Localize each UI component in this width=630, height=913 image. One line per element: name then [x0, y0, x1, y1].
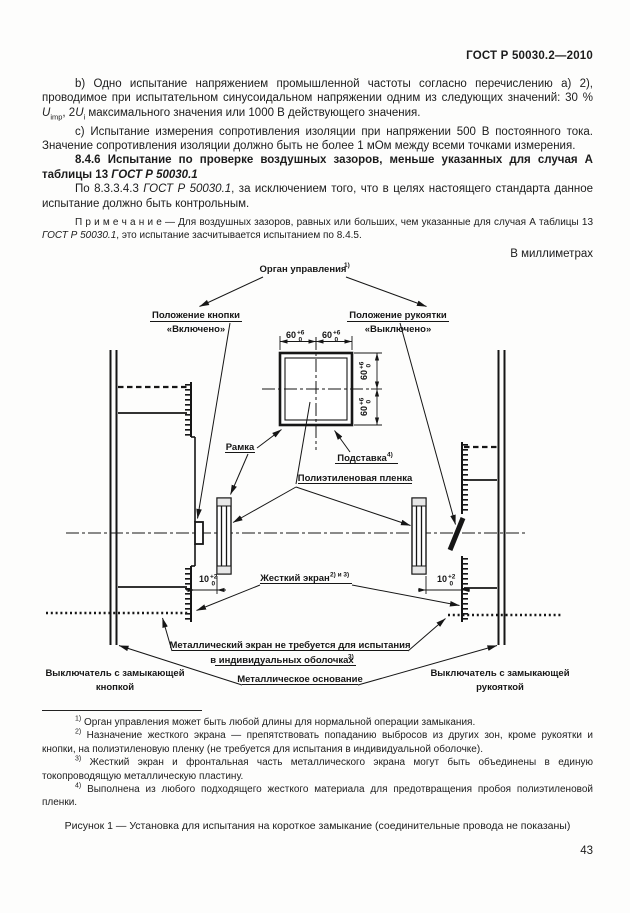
control-organ-label: Орган управления: [260, 264, 347, 275]
callout-control-organ: Орган управления 1): [199, 262, 427, 307]
footnotes: 1) Орган управления может быть любой дли…: [42, 710, 593, 810]
dim-60-bottom: 60: [359, 406, 369, 416]
callout-rigid-screen: Жесткий экран 2) и 3): [196, 572, 460, 611]
label-switch-with-handle: Выключатель с замыкающей рукояткой: [430, 668, 569, 693]
frame-front-view: [262, 337, 370, 450]
svg-text:Рамка: Рамка: [226, 442, 255, 453]
callout-frame: Рамка: [225, 429, 282, 495]
page-header: ГОСТ Р 50030.2—2010: [466, 50, 593, 62]
callout-metal-screen: Металлический экран не требуется для исп…: [162, 617, 446, 666]
svg-text:«Включено»: «Включено»: [167, 324, 225, 335]
callout-metal-base: Металлическое основание: [118, 645, 498, 686]
paragraph-846-heading: 8.4.6 Испытание по проверке воздушных за…: [42, 154, 593, 181]
svg-text:«Выключено»: «Выключено»: [365, 324, 432, 335]
svg-text:0: 0: [450, 581, 454, 588]
svg-text:+6: +6: [359, 361, 366, 369]
body-text: b) Одно испытание напряжением промышленн…: [42, 77, 593, 261]
svg-text:0: 0: [299, 337, 303, 344]
svg-text:4): 4): [387, 452, 393, 459]
dim-60-left: 60: [286, 330, 296, 340]
svg-text:+6: +6: [333, 330, 341, 337]
dimension-10-left: 10 +2 0: [186, 574, 226, 594]
svg-text:Выключатель с замыкающей: Выключатель с замыкающей: [45, 668, 184, 679]
callout-support: Подставка 4): [334, 430, 398, 464]
svg-text:0: 0: [366, 364, 373, 368]
svg-text:0: 0: [366, 400, 373, 404]
callout-film: Полиэтиленовая пленка: [232, 401, 413, 526]
paragraph-b: b) Одно испытание напряжением промышленн…: [42, 78, 593, 122]
svg-text:Положение кнопки: Положение кнопки: [152, 310, 240, 321]
svg-text:3): 3): [348, 654, 354, 661]
svg-text:+6: +6: [297, 330, 305, 337]
svg-text:+2: +2: [448, 574, 456, 581]
paragraph-po: По 8.3.3.4.3 ГОСТ Р 50030.1, за исключен…: [42, 183, 594, 210]
callout-handle-position: Положение рукоятки «Выключено»: [347, 310, 456, 525]
dimension-10-right: 10 +2 0: [418, 574, 470, 594]
svg-text:Выключатель с замыкающей: Выключатель с замыкающей: [430, 668, 569, 679]
push-button: [194, 521, 204, 545]
svg-text:2) и 3): 2) и 3): [330, 572, 349, 579]
svg-text:Металлический экран не требует: Металлический экран не требуется для исп…: [169, 640, 410, 651]
svg-text:рукояткой: рукояткой: [476, 682, 524, 693]
dim-60-top: 60: [359, 370, 369, 380]
footnote-1: 1) Орган управления может быть любой дли…: [75, 715, 476, 728]
figure-caption: Рисунок 1 — Установка для испытания на к…: [64, 820, 571, 832]
svg-text:10: 10: [437, 574, 447, 584]
svg-text:Положение рукоятки: Положение рукоятки: [349, 310, 447, 321]
svg-text:+2: +2: [210, 574, 218, 581]
left-switch-assembly: [46, 350, 204, 645]
svg-text:Жесткий экран: Жесткий экран: [259, 573, 330, 584]
rotary-handle: [447, 517, 466, 551]
label-switch-with-button: Выключатель с замыкающей кнопкой: [45, 668, 184, 693]
dimension-60-vertical: 60 +6 0 60 +6 0: [354, 352, 382, 426]
units-label: В миллиметрах: [510, 247, 593, 260]
svg-text:Металлическое основание: Металлическое основание: [237, 674, 363, 685]
svg-text:10: 10: [199, 574, 209, 584]
paragraph-note: П р и м е ч а н и е — Для воздушных зазо…: [42, 216, 593, 242]
footnote-divider: [42, 710, 202, 711]
page-number: 43: [580, 845, 593, 857]
callout-button-position: Положение кнопки «Включено»: [150, 310, 242, 519]
svg-text:+6: +6: [359, 397, 366, 405]
svg-text:в индивидуальных оболочках: в индивидуальных оболочках: [210, 655, 354, 666]
dimension-60-horizontal: 60 +6 0 60 +6 0: [279, 330, 353, 350]
film-frame-left: [216, 497, 232, 575]
footnote-4: 4) Выполнена из любого подходящего жестк…: [42, 782, 593, 809]
svg-text:кнопкой: кнопкой: [96, 682, 134, 693]
right-switch-assembly: [447, 350, 562, 645]
film-frame-right: [411, 497, 427, 575]
svg-text:Подставка: Подставка: [337, 453, 387, 464]
footnote-2: 2) Назначение жесткого экрана — препятст…: [42, 729, 593, 755]
svg-text:1): 1): [344, 262, 350, 269]
dim-60-right: 60: [322, 330, 332, 340]
svg-text:Полиэтиленовая пленка: Полиэтиленовая пленка: [298, 473, 413, 484]
svg-text:0: 0: [335, 337, 339, 344]
paragraph-c: c) Испытание измерения сопротивления изо…: [42, 125, 593, 152]
svg-text:0: 0: [212, 581, 216, 588]
footnote-3: 3) Жесткий экран и фронтальная часть мет…: [42, 755, 593, 782]
